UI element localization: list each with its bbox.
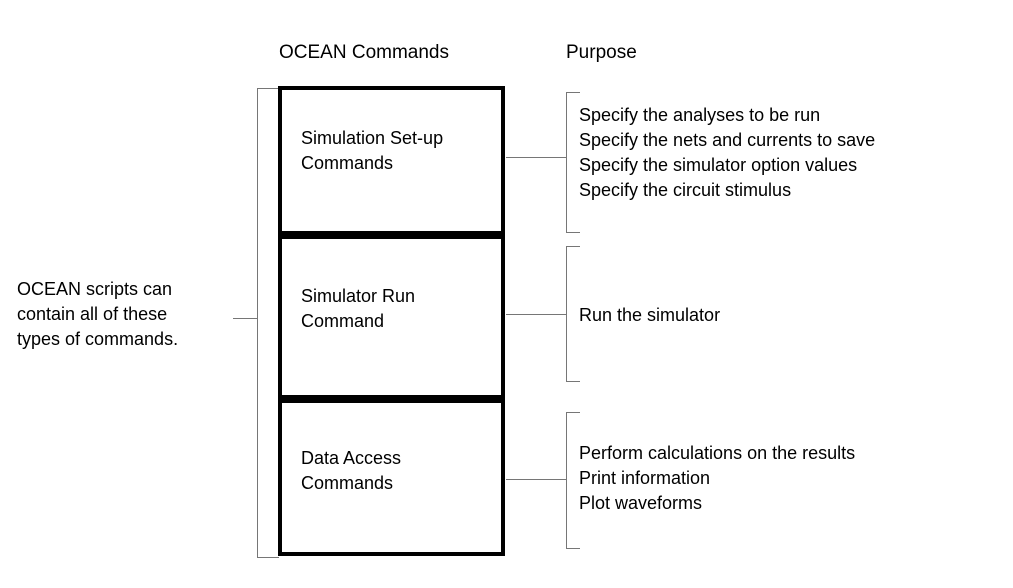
purpose-item: Specify the nets and currents to save (579, 130, 876, 150)
purpose-bracket-top-tick-2 (566, 246, 580, 247)
box-simulator-run-command[interactable]: Simulator Run Command (278, 235, 505, 399)
box-simulator-run-label: Simulator Run Command (301, 284, 415, 334)
left-caption-line-3: types of commands. (17, 329, 179, 349)
purpose-bracket-top-tick-3 (566, 412, 580, 413)
purpose-item: Plot waveforms (579, 493, 703, 513)
box-simulator-run-label-line-2: Command (301, 311, 385, 331)
purpose-connector-2 (506, 314, 567, 315)
column-heading-purpose: Purpose (566, 42, 637, 63)
purpose-bracket-spine-3 (566, 412, 567, 549)
purpose-item: Run the simulator (579, 305, 721, 325)
box-simulation-setup-commands[interactable]: Simulation Set-up Commands (278, 86, 505, 235)
purpose-connector-3 (506, 479, 567, 480)
box-simulation-setup-label: Simulation Set-up Commands (301, 126, 443, 176)
left-caption: OCEAN scripts can contain all of these t… (17, 277, 232, 352)
purpose-item: Specify the simulator option values (579, 155, 858, 175)
column-heading-ocean-commands: OCEAN Commands (279, 42, 449, 63)
command-box-stack: Simulation Set-up Commands Simulator Run… (278, 86, 505, 556)
box-divider (282, 395, 501, 399)
box-data-access-label-line-2: Commands (301, 473, 394, 493)
left-bracket-top-tick (258, 88, 279, 89)
purpose-connector-1 (506, 157, 567, 158)
purpose-list-simulation-setup: Specify the analyses to be run Specify t… (579, 103, 875, 203)
box-divider (282, 231, 501, 235)
left-caption-line-2: contain all of these (17, 304, 168, 324)
box-simulation-setup-label-line-1: Simulation Set-up (301, 128, 444, 148)
purpose-bracket-bottom-tick-3 (566, 548, 580, 549)
left-bracket-caption-connector (233, 318, 258, 319)
purpose-bracket-spine-1 (566, 92, 567, 233)
box-data-access-commands[interactable]: Data Access Commands (278, 399, 505, 556)
purpose-bracket-top-tick-1 (566, 92, 580, 93)
purpose-bracket-bottom-tick-1 (566, 232, 580, 233)
box-data-access-label-line-1: Data Access (301, 448, 402, 468)
purpose-item: Specify the circuit stimulus (579, 180, 792, 200)
purpose-item: Print information (579, 468, 711, 488)
left-bracket-bottom-tick (258, 557, 279, 558)
box-simulator-run-label-line-1: Simulator Run (301, 286, 416, 306)
box-simulation-setup-label-line-2: Commands (301, 153, 394, 173)
purpose-item: Perform calculations on the results (579, 443, 856, 463)
left-caption-line-1: OCEAN scripts can (17, 279, 173, 299)
purpose-list-data-access: Perform calculations on the results Prin… (579, 441, 855, 516)
purpose-bracket-spine-2 (566, 246, 567, 382)
purpose-item: Specify the analyses to be run (579, 105, 821, 125)
left-bracket-spine (257, 88, 258, 558)
box-data-access-label: Data Access Commands (301, 446, 401, 496)
purpose-bracket-bottom-tick-2 (566, 381, 580, 382)
purpose-list-simulator-run: Run the simulator (579, 303, 720, 328)
